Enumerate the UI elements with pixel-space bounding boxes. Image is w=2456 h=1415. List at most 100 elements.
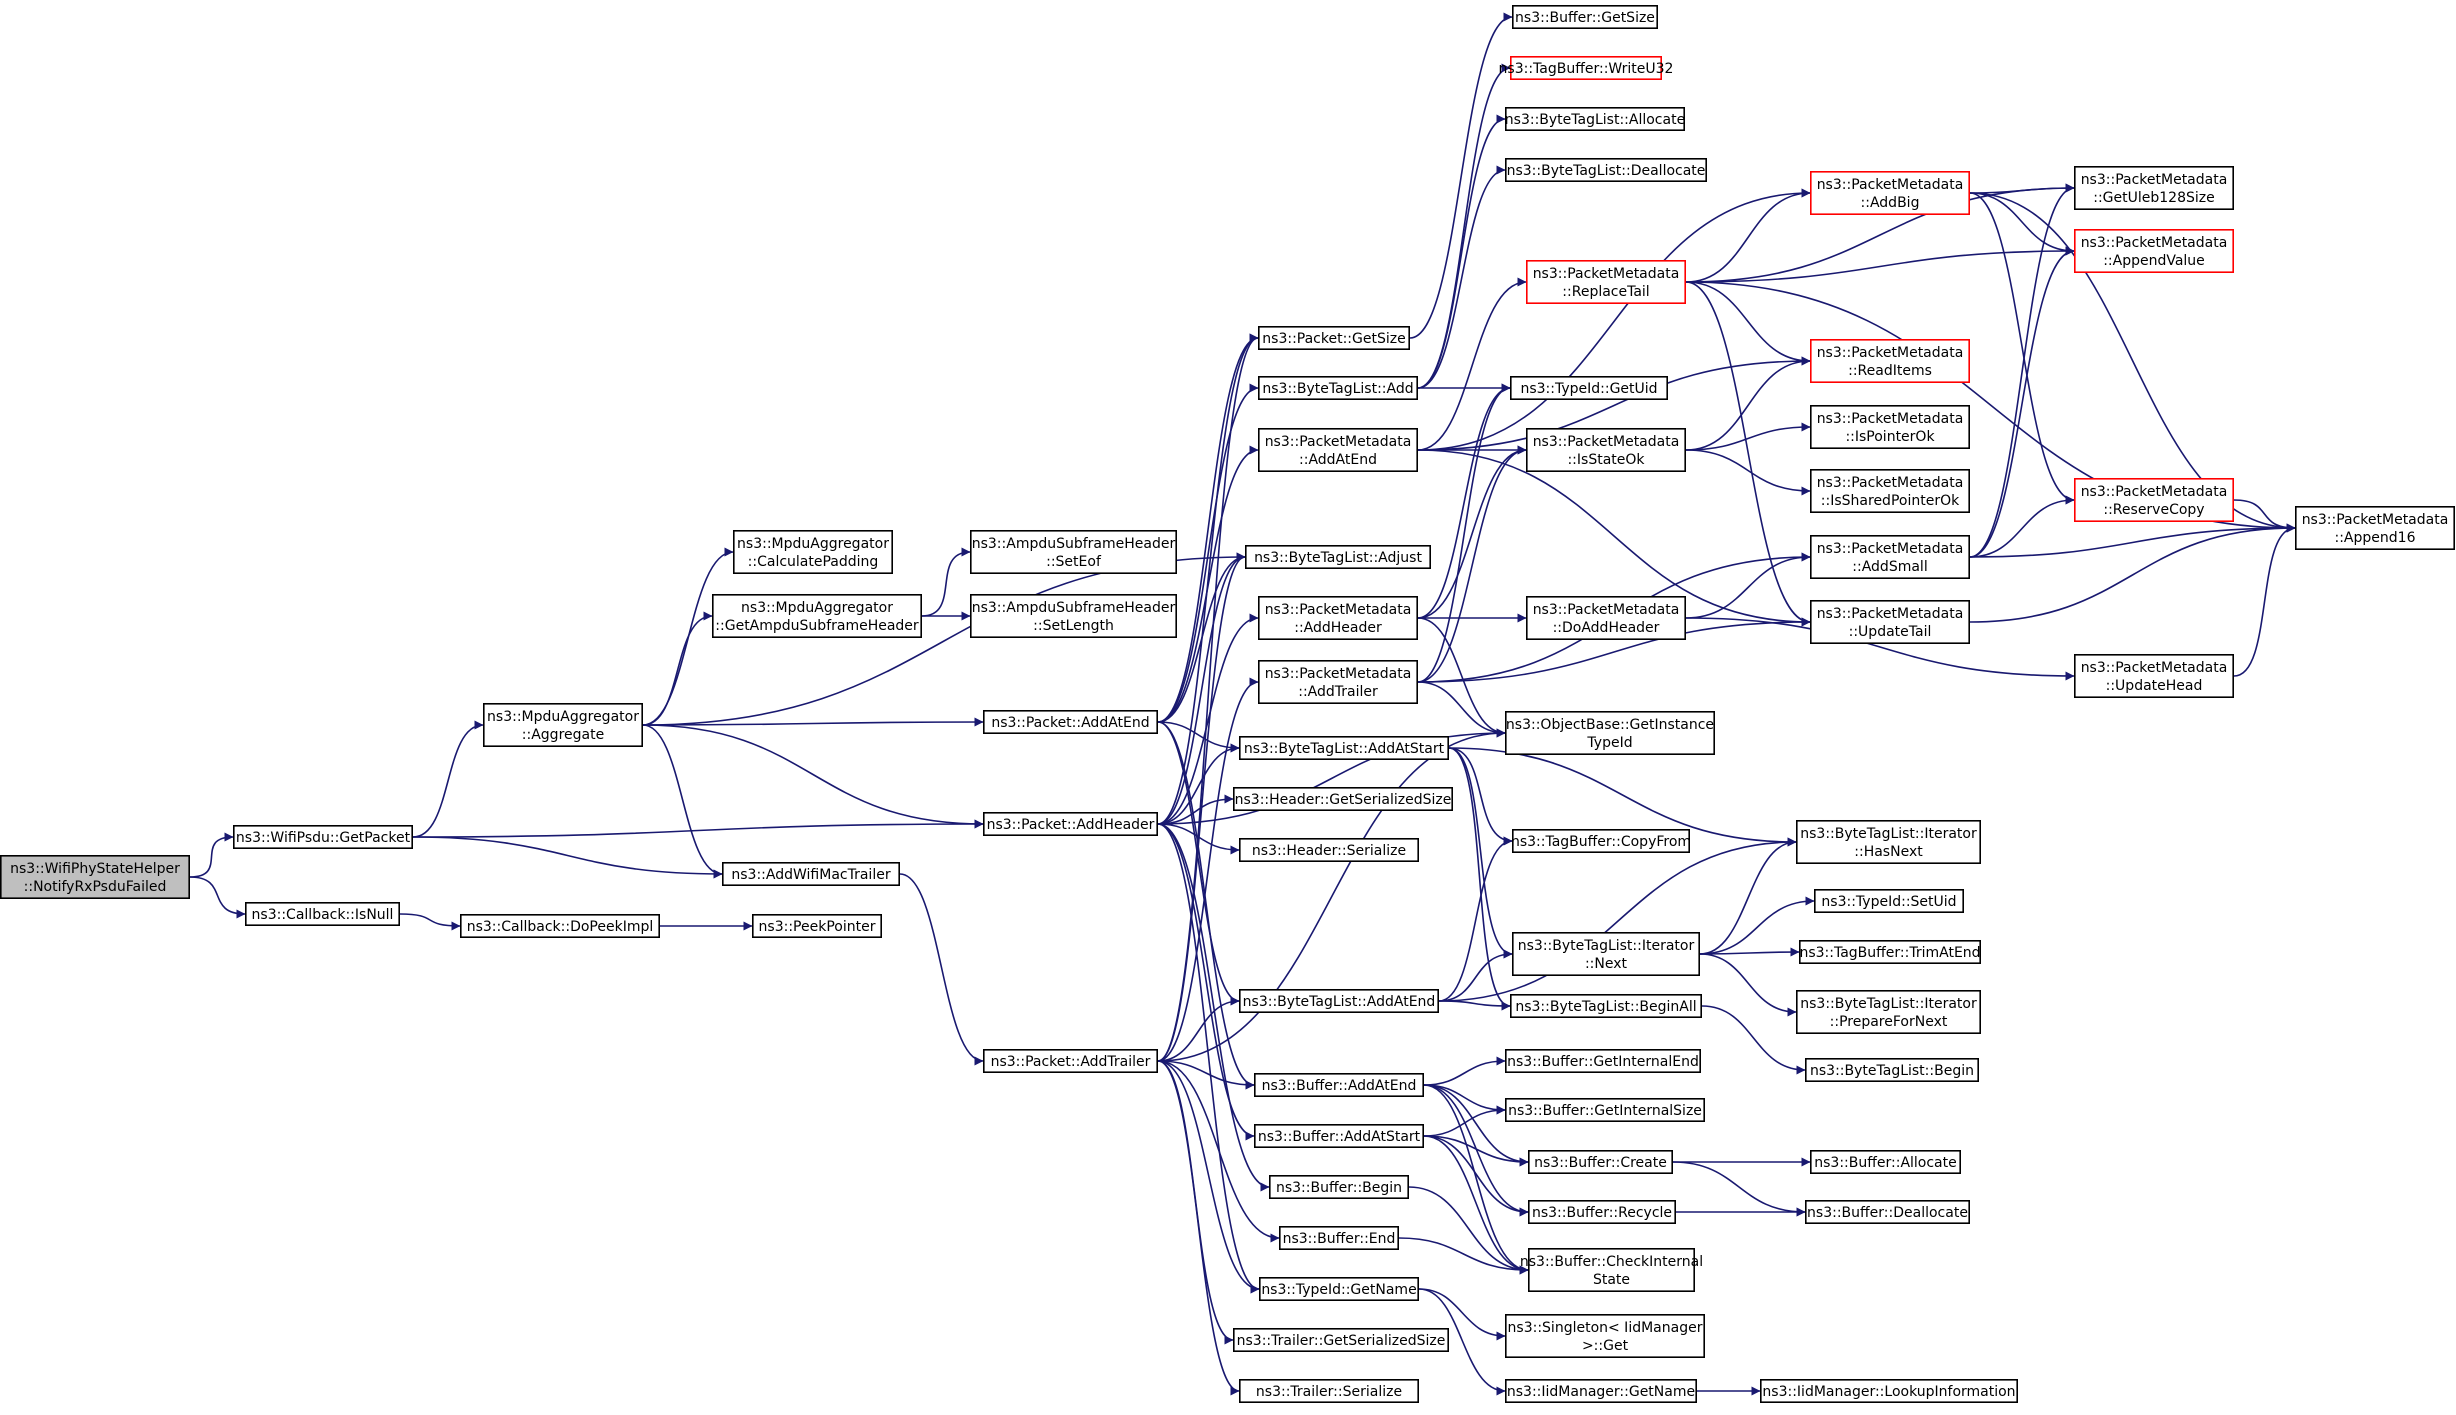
node-buffer_addatend[interactable]: ns3::Buffer::AddAtEnd: [1254, 1073, 1425, 1098]
node-mpdu_calcpadding[interactable]: ns3::MpduAggregator::CalculatePadding: [732, 529, 893, 574]
node-tagbuffer_trimatend[interactable]: ns3::TagBuffer::TrimAtEnd: [1799, 939, 1982, 964]
node-packet_addtrailer[interactable]: ns3::Packet::AddTrailer: [982, 1049, 1158, 1074]
node-trailer_getsersize[interactable]: ns3::Trailer::GetSerializedSize: [1233, 1328, 1450, 1353]
node-packet_getsize[interactable]: ns3::Packet::GetSize: [1258, 325, 1411, 350]
node-pm_getuleb128size[interactable]: ns3::PacketMetadata::GetUleb128Size: [2074, 166, 2235, 211]
node-buffer_getinternalsize[interactable]: ns3::Buffer::GetInternalSize: [1505, 1098, 1706, 1123]
node-peekpointer[interactable]: ns3::PeekPointer: [751, 913, 882, 938]
node-buffer_addatstart[interactable]: ns3::Buffer::AddAtStart: [1254, 1124, 1425, 1149]
node-iidmanager_lookupinfo[interactable]: ns3::IidManager::LookupInformation: [1760, 1379, 2019, 1404]
node-tagbuffer_copyfrom[interactable]: ns3::TagBuffer::CopyFrom: [1511, 828, 1691, 853]
node-buffer_allocate[interactable]: ns3::Buffer::Allocate: [1810, 1150, 1962, 1175]
node-pm_reservecopy[interactable]: ns3::PacketMetadata::ReserveCopy: [2074, 477, 2235, 522]
edge-btl_iter_next-to-tagbuffer_trimatend: [1699, 947, 1800, 957]
node-trailer_serialize[interactable]: ns3::Trailer::Serialize: [1239, 1379, 1420, 1404]
edge-pm_addsmall-to-pm_getuleb128size: [1969, 183, 2075, 558]
node-btl_allocate[interactable]: ns3::ByteTagList::Allocate: [1505, 107, 1685, 132]
edge-buffer_addatend-to-buffer_checkinternalstate: [1423, 1084, 1529, 1275]
edge-pm_replacetail-to-pm_appendvalue: [1685, 246, 2075, 283]
node-buffer_create[interactable]: ns3::Buffer::Create: [1528, 1150, 1674, 1175]
node-pm_replacetail[interactable]: ns3::PacketMetadata::ReplaceTail: [1526, 259, 1687, 304]
node-box: [2295, 505, 2456, 550]
node-label: ::AddHeader: [1294, 620, 1382, 636]
node-label: ns3::PacketMetadata: [2081, 235, 2228, 251]
node-mpdu_aggregate[interactable]: ns3::MpduAggregator::Aggregate: [482, 702, 643, 747]
node-box: [1505, 1379, 1698, 1404]
node-btl_addatend[interactable]: ns3::ByteTagList::AddAtEnd: [1239, 988, 1440, 1013]
node-pm_issharedpointerok[interactable]: ns3::PacketMetadata::IsSharedPointerOk: [1810, 468, 1971, 513]
node-label: ns3::ByteTagList::Adjust: [1254, 550, 1422, 566]
node-packet_addheader[interactable]: ns3::Packet::AddHeader: [982, 811, 1158, 836]
edge-mpdu_aggregate-to-packet_addheader: [642, 724, 984, 829]
node-label: ns3::PacketMetadata: [2302, 512, 2449, 528]
node-pm_ispointerok[interactable]: ns3::PacketMetadata::IsPointerOk: [1810, 404, 1971, 449]
node-buffer_end[interactable]: ns3::Buffer::End: [1279, 1226, 1400, 1251]
node-btl_adjust[interactable]: ns3::ByteTagList::Adjust: [1245, 544, 1432, 569]
node-typeid_setuid[interactable]: ns3::TypeId::SetUid: [1814, 888, 1965, 913]
node-label: ns3::ByteTagList::AddAtEnd: [1243, 994, 1436, 1010]
node-pm_addsmall[interactable]: ns3::PacketMetadata::AddSmall: [1810, 534, 1971, 579]
node-pm_doaddheader[interactable]: ns3::PacketMetadata::DoAddHeader: [1526, 595, 1687, 640]
node-label: ::GetAmpduSubframeHeader: [715, 618, 919, 634]
node-btl_deallocate[interactable]: ns3::ByteTagList::Deallocate: [1505, 158, 1708, 183]
node-wifipsdu_getpacket[interactable]: ns3::WifiPsdu::GetPacket: [233, 824, 413, 849]
node-label: ns3::PacketMetadata: [2081, 660, 2228, 676]
edge-pm_addbig-to-pm_appendvalue: [1969, 192, 2075, 256]
node-btl_begin[interactable]: ns3::ByteTagList::Begin: [1805, 1058, 1980, 1083]
node-packet_addatend[interactable]: ns3::Packet::AddAtEnd: [982, 709, 1158, 734]
node-btl_add[interactable]: ns3::ByteTagList::Add: [1258, 375, 1419, 400]
node-typeid_getname[interactable]: ns3::TypeId::GetName: [1259, 1277, 1420, 1302]
node-box: [1269, 1175, 1410, 1200]
node-pm_readitems[interactable]: ns3::PacketMetadata::ReadItems: [1810, 338, 1971, 383]
node-label: ns3::ByteTagList::BeginAll: [1515, 999, 1696, 1015]
node-box: [1810, 534, 1971, 579]
node-label: ns3::PacketMetadata: [2081, 172, 2228, 188]
node-pm_isstateok[interactable]: ns3::PacketMetadata::IsStateOk: [1526, 427, 1687, 472]
node-buffer_getsize[interactable]: ns3::Buffer::GetSize: [1512, 5, 1659, 29]
node-typeid_getuid[interactable]: ns3::TypeId::GetUid: [1510, 375, 1669, 400]
edge-packet_addtrailer-to-buffer_addatend: [1157, 1060, 1255, 1090]
node-buffer_begin[interactable]: ns3::Buffer::Begin: [1269, 1175, 1410, 1200]
node-buffer_getinternalend[interactable]: ns3::Buffer::GetInternalEnd: [1505, 1049, 1702, 1074]
node-label: ns3::Packet::AddHeader: [987, 817, 1155, 833]
node-label: ns3::IidManager::LookupInformation: [1762, 1384, 2015, 1400]
node-ampdu_setlength[interactable]: ns3::AmpduSubframeHeader::SetLength: [969, 593, 1177, 638]
node-ampdu_seteof[interactable]: ns3::AmpduSubframeHeader::SetEof: [969, 529, 1177, 574]
edge-root-to-callback_isnull: [189, 876, 246, 919]
node-btl_addatstart[interactable]: ns3::ByteTagList::AddAtStart: [1239, 735, 1450, 760]
node-label: ::DoAddHeader: [1553, 620, 1660, 636]
node-pm_updatehead[interactable]: ns3::PacketMetadata::UpdateHead: [2074, 653, 2235, 698]
node-pm_addheader[interactable]: ns3::PacketMetadata::AddHeader: [1258, 595, 1419, 640]
node-box: [1254, 1124, 1425, 1149]
node-buffer_recycle[interactable]: ns3::Buffer::Recycle: [1528, 1200, 1677, 1225]
node-btl_iter_preparefornext[interactable]: ns3::ByteTagList::Iterator::PrepareForNe…: [1796, 989, 1982, 1034]
node-btl_beginall[interactable]: ns3::ByteTagList::BeginAll: [1510, 993, 1703, 1018]
node-pm_appendvalue[interactable]: ns3::PacketMetadata::AppendValue: [2074, 229, 2235, 274]
edge-mpdu_getampdu-to-ampdu_seteof: [921, 547, 971, 617]
node-box: [1512, 5, 1659, 29]
node-callback_dopeekimpl[interactable]: ns3::Callback::DoPeekImpl: [459, 913, 660, 938]
node-iidmanager_getname[interactable]: ns3::IidManager::GetName: [1505, 1379, 1698, 1404]
node-pm_addbig[interactable]: ns3::PacketMetadata::AddBig: [1810, 171, 1971, 216]
node-addwifimactrailer[interactable]: ns3::AddWifiMacTrailer: [721, 861, 900, 886]
node-callback_isnull[interactable]: ns3::Callback::IsNull: [245, 901, 400, 926]
node-header_serialize[interactable]: ns3::Header::Serialize: [1239, 837, 1420, 862]
node-mpdu_getampdu[interactable]: ns3::MpduAggregator::GetAmpduSubframeHea…: [711, 593, 922, 638]
node-singleton_get[interactable]: ns3::Singleton< IidManager>::Get: [1505, 1314, 1706, 1359]
node-pm_append16[interactable]: ns3::PacketMetadata::Append16: [2295, 505, 2456, 550]
node-root[interactable]: ns3::WifiPhyStateHelper::NotifyRxPsduFai…: [0, 854, 190, 899]
node-label: ns3::PacketMetadata: [1265, 666, 1412, 682]
edge-btl_addatend-to-btl_iter_hasnext: [1438, 837, 1797, 1002]
node-pm_addatend[interactable]: ns3::PacketMetadata::AddAtEnd: [1258, 427, 1419, 472]
node-box: [1512, 931, 1701, 976]
node-tagbuffer_writeu32[interactable]: ns3::TagBuffer::WriteU32: [1499, 55, 1674, 80]
node-btl_iter_next[interactable]: ns3::ByteTagList::Iterator::Next: [1512, 931, 1701, 976]
node-header_getsersize[interactable]: ns3::Header::GetSerializedSize: [1233, 786, 1454, 811]
node-pm_addtrailer[interactable]: ns3::PacketMetadata::AddTrailer: [1258, 659, 1419, 704]
node-buffer_deallocate[interactable]: ns3::Buffer::Deallocate: [1805, 1200, 1971, 1225]
node-btl_iter_hasnext[interactable]: ns3::ByteTagList::Iterator::HasNext: [1796, 819, 1982, 864]
node-pm_updatetail[interactable]: ns3::PacketMetadata::UpdateTail: [1810, 599, 1971, 644]
node-label: ns3::PacketMetadata: [1533, 266, 1680, 282]
